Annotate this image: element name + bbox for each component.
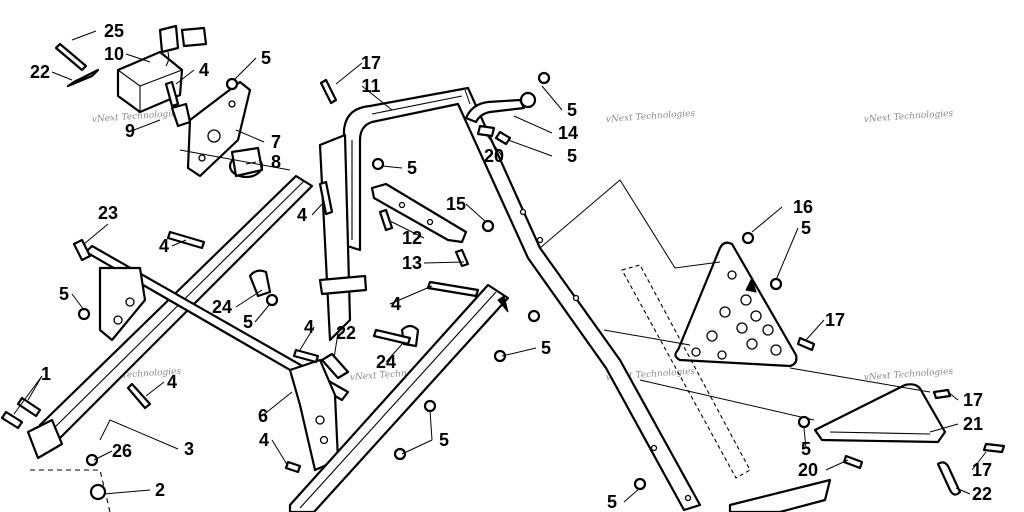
- callout-4-c: 4: [159, 236, 169, 256]
- callout-9: 9: [125, 121, 135, 141]
- callout-24-a: 24: [212, 297, 232, 317]
- callout-7: 7: [271, 132, 281, 152]
- callout-25: 25: [104, 21, 124, 41]
- callout-12: 12: [402, 228, 422, 248]
- bracket-14: [464, 91, 537, 124]
- watermark-7: vNext Technologies: [864, 367, 954, 383]
- callout-4-top: 4: [199, 60, 209, 80]
- strap-22-a: [66, 68, 100, 88]
- callout-5-k: 5: [607, 492, 617, 512]
- callout-4-e: 4: [304, 317, 314, 337]
- callout-3: 3: [184, 439, 194, 459]
- clip-24-upper: [248, 269, 272, 298]
- left-frame-rail: [26, 174, 314, 460]
- bracket-12: [370, 182, 468, 244]
- callout-15: 15: [446, 194, 466, 214]
- callout-4-f: 4: [167, 372, 177, 392]
- callout-17-top: 17: [361, 53, 381, 73]
- ghost-panel: [621, 264, 751, 479]
- callout-5-d: 5: [407, 158, 417, 178]
- watermark-2: vNext Technologies: [606, 109, 696, 125]
- callout-16: 16: [793, 197, 813, 217]
- callout-5-f: 5: [243, 312, 253, 332]
- callout-2: 2: [155, 480, 165, 500]
- callout-5-b: 5: [567, 100, 577, 120]
- callout-22-mid: 22: [336, 323, 356, 343]
- cross-bar: [84, 244, 350, 402]
- callout-5-h: 5: [439, 430, 449, 450]
- callouts: 25 10 22 4 5 9 7 8 17 11 5 14 20 5 5 4 1…: [30, 21, 992, 512]
- callout-24-b: 24: [376, 352, 396, 372]
- callout-20-top: 20: [484, 146, 504, 166]
- callout-8: 8: [271, 152, 281, 172]
- callout-23: 23: [98, 203, 118, 223]
- callout-5-j: 5: [801, 439, 811, 459]
- callout-14: 14: [558, 123, 578, 143]
- callout-10: 10: [104, 44, 124, 64]
- callout-11: 11: [361, 76, 380, 96]
- right-frame-rail: [288, 283, 510, 512]
- callout-6: 6: [258, 406, 268, 426]
- strap-22-b: [320, 352, 350, 380]
- lower-bracket-6: [288, 358, 340, 472]
- side-bracket-21: [813, 383, 947, 444]
- callout-1: 1: [41, 364, 51, 384]
- callout-17-right: 17: [963, 390, 983, 410]
- callout-4-g: 4: [259, 430, 269, 450]
- callout-22-bottom: 22: [972, 484, 992, 504]
- callout-5-i: 5: [801, 218, 811, 238]
- gusset-plate-16: [674, 241, 798, 368]
- callout-21: 21: [963, 414, 983, 434]
- callout-20-bottom: 20: [798, 460, 818, 480]
- callout-26: 26: [112, 441, 132, 461]
- assembly-lines: [179, 89, 931, 421]
- strap-22-c: [936, 461, 962, 496]
- callout-17-bottom: 17: [972, 460, 992, 480]
- callout-17-mid: 17: [825, 310, 845, 330]
- callout-5-e: 5: [59, 284, 69, 304]
- hardware: [0, 42, 1006, 501]
- callout-13: 13: [402, 253, 422, 273]
- leader-lines: [13, 30, 987, 503]
- callout-5-g: 5: [541, 338, 551, 358]
- callout-22-top: 22: [30, 62, 50, 82]
- main-hoop-frame: [342, 86, 702, 512]
- watermark-3: vNext Technologies: [864, 109, 954, 125]
- callout-5-top: 5: [261, 48, 271, 68]
- watermark-1: vNext Technologies: [92, 109, 182, 125]
- callout-4-b: 4: [297, 205, 307, 225]
- mount-plate-7: [170, 80, 252, 178]
- electrical-module-10: [116, 24, 208, 114]
- callout-5-c: 5: [567, 146, 577, 166]
- callout-4-d: 4: [391, 294, 401, 314]
- lower-right-bracket: [728, 478, 832, 512]
